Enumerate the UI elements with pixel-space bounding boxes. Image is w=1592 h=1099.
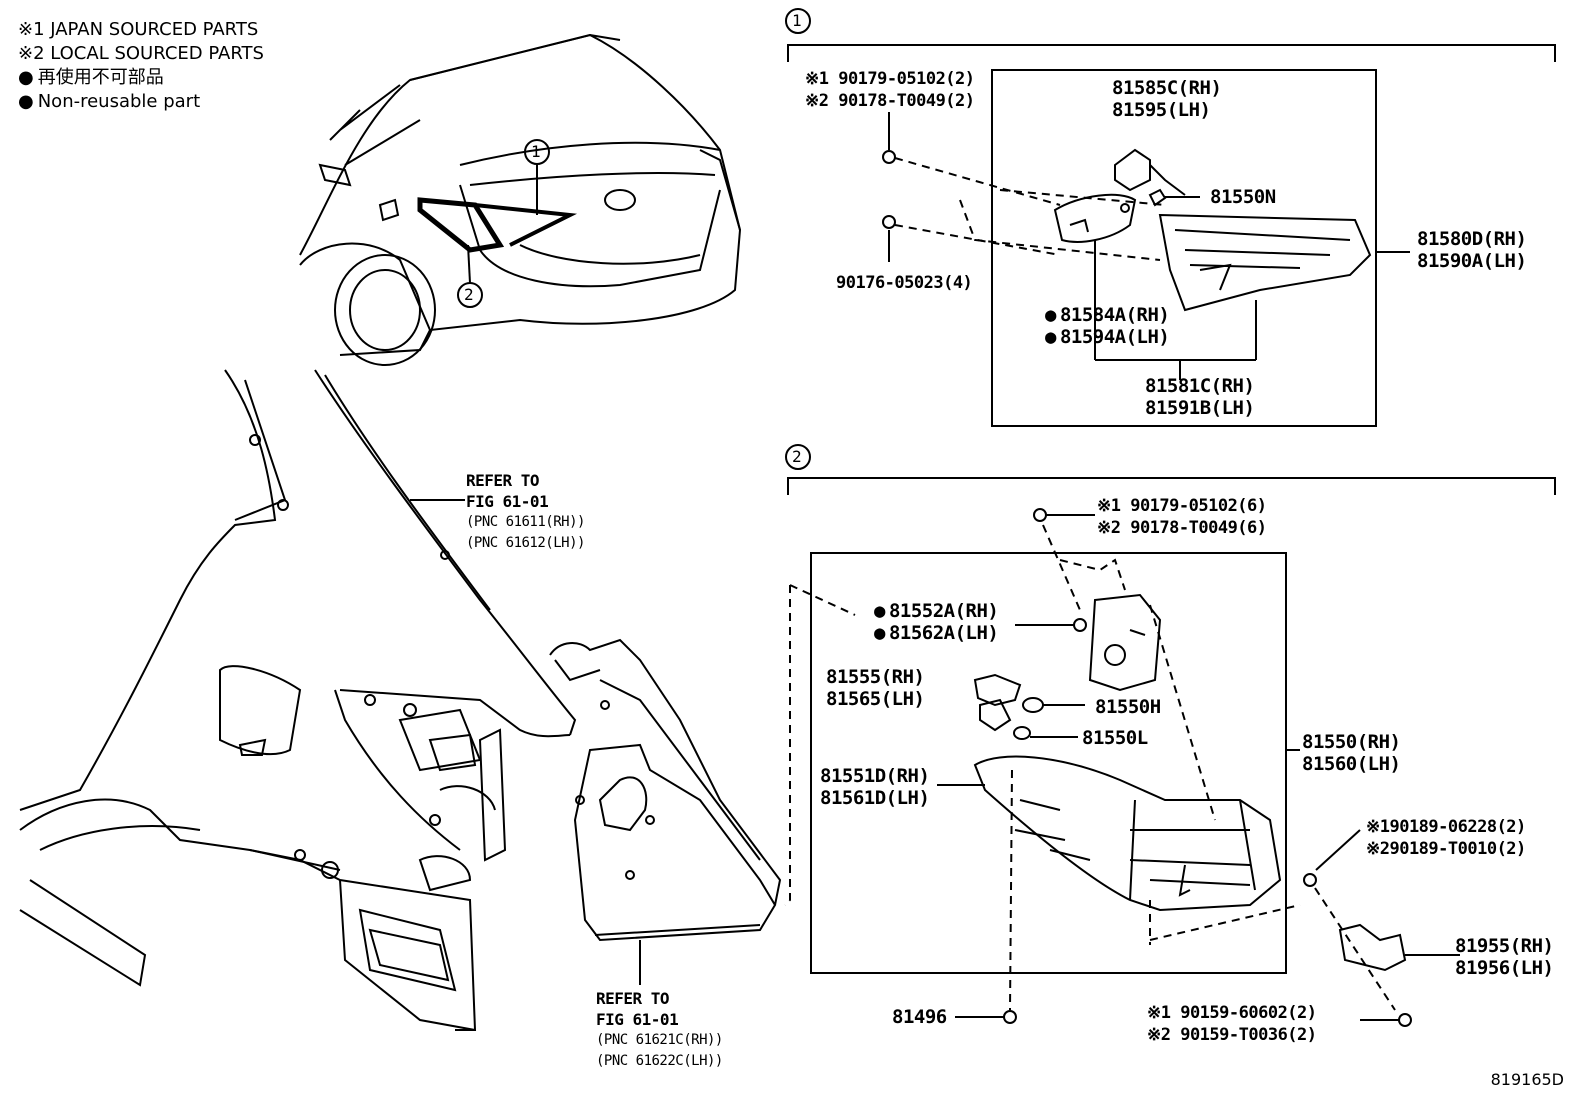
s2-bolt-lower-local: ※2 90159-T0036(2) bbox=[1147, 1025, 1317, 1045]
section2-parts bbox=[784, 508, 1460, 1027]
legend: ※1 JAPAN SOURCED PARTS ※2 LOCAL SOURCED … bbox=[18, 18, 264, 114]
s2-bolt-labels: ※1 90179-05102(6) ※2 90178-T0049(6) bbox=[1097, 495, 1267, 539]
s2-gasket-rh: 81552A(RH) bbox=[874, 600, 999, 622]
s1-assy-labels: 81581C(RH) 81591B(LH) bbox=[1145, 375, 1255, 419]
s2-bulb-l-label: 81550L bbox=[1082, 727, 1148, 749]
s2-screw-jp: ※190189-06228(2) bbox=[1366, 817, 1526, 837]
quarter-panel-illustration bbox=[19, 369, 577, 1031]
s2-lamp-lh: 81560(LH) bbox=[1302, 753, 1401, 775]
s1-socket-labels: 81585C(RH) 81595(LH) bbox=[1112, 77, 1222, 121]
s2-socket-lh: 81565(LH) bbox=[826, 688, 925, 710]
s2-gasket-lh: 81562A(LH) bbox=[874, 622, 999, 644]
refer2-line1: REFER TO bbox=[596, 989, 670, 1008]
callout-2-section: 2 bbox=[792, 447, 802, 466]
refer2-line2: FIG 61-01 bbox=[596, 1010, 679, 1029]
refer2-pnc-rh: (PNC 61621C(RH)) bbox=[596, 1032, 723, 1048]
callout-1-overview: 1 bbox=[531, 142, 541, 161]
s2-bolt-lower-jp: ※1 90159-60602(2) bbox=[1147, 1003, 1317, 1023]
s2-lens-rh: 81551D(RH) bbox=[820, 765, 930, 787]
s1-bulb-label: 81550N bbox=[1210, 186, 1276, 208]
s2-bulb-h-label: 81550H bbox=[1095, 696, 1161, 718]
s1-gasket-lh: 81594A(LH) bbox=[1045, 326, 1170, 348]
s2-gasket-labels: 81552A(RH) 81562A(LH) bbox=[874, 600, 999, 644]
s2-bolt-jp: ※1 90179-05102(6) bbox=[1097, 496, 1267, 516]
s2-lamp-rh: 81550(RH) bbox=[1302, 731, 1401, 753]
s2-socket-labels: 81555(RH) 81565(LH) bbox=[826, 666, 925, 710]
refer1-pnc-lh: (PNC 61612(LH)) bbox=[466, 535, 585, 551]
legend-non-reusable-jp: 再使用不可部品 bbox=[18, 66, 264, 90]
s2-lamp-labels: 81550(RH) 81560(LH) bbox=[1302, 731, 1401, 775]
s1-assy-rh: 81581C(RH) bbox=[1145, 375, 1255, 397]
inner-bracket-illustration bbox=[549, 638, 782, 985]
s1-lamp-rh: 81580D(RH) bbox=[1417, 228, 1527, 250]
callout-2-overview: 2 bbox=[464, 285, 474, 304]
s1-gasket-rh: 81584A(RH) bbox=[1045, 304, 1170, 326]
legend-japan-sourced: ※1 JAPAN SOURCED PARTS bbox=[18, 19, 259, 40]
section2-frame bbox=[787, 477, 1556, 974]
refer1-line1: REFER TO bbox=[466, 471, 540, 490]
s1-lamp-lh: 81590A(LH) bbox=[1417, 250, 1527, 272]
s1-bolt-local: ※2 90178-T0049(2) bbox=[805, 91, 975, 111]
s2-screw-local: ※290189-T0010(2) bbox=[1366, 839, 1526, 859]
car-rear-overview bbox=[299, 33, 742, 366]
refer-to-inner-bracket: REFER TO FIG 61-01 (PNC 61621C(RH)) (PNC… bbox=[596, 988, 723, 1072]
s1-gasket-labels: 81584A(RH) 81594A(LH) bbox=[1045, 304, 1170, 348]
s1-lamp-labels: 81580D(RH) 81590A(LH) bbox=[1417, 228, 1527, 272]
s2-bracket-labels: 81955(RH) 81956(LH) bbox=[1455, 935, 1554, 979]
s1-clip-label: 90176-05023(4) bbox=[836, 273, 973, 293]
refer2-pnc-lh: (PNC 61622C(LH)) bbox=[596, 1053, 723, 1069]
refer1-line2: FIG 61-01 bbox=[466, 492, 549, 511]
refer-to-quarter-panel: REFER TO FIG 61-01 (PNC 61611(RH)) (PNC … bbox=[466, 470, 585, 554]
callout-1-section: 1 bbox=[792, 11, 802, 30]
s2-lens-labels: 81551D(RH) 81561D(LH) bbox=[820, 765, 930, 809]
s2-bolt-lower-labels: ※1 90159-60602(2) ※2 90159-T0036(2) bbox=[1147, 1002, 1317, 1046]
s1-socket-lh: 81595(LH) bbox=[1112, 99, 1211, 121]
legend-non-reusable-en: Non-reusable part bbox=[18, 90, 264, 114]
s2-bracket-lh: 81956(LH) bbox=[1455, 957, 1554, 979]
callout-markers bbox=[457, 8, 811, 470]
s1-assy-lh: 81591B(LH) bbox=[1145, 397, 1255, 419]
legend-local-sourced: ※2 LOCAL SOURCED PARTS bbox=[18, 43, 264, 64]
s1-bolt-jp: ※1 90179-05102(2) bbox=[805, 69, 975, 89]
s1-bolt-labels: ※1 90179-05102(2) ※2 90178-T0049(2) bbox=[805, 68, 975, 112]
s2-bracket-rh: 81955(RH) bbox=[1455, 935, 1554, 957]
section1-frame bbox=[787, 44, 1556, 427]
s2-nut-label: 81496 bbox=[892, 1006, 947, 1028]
s2-socket-rh: 81555(RH) bbox=[826, 666, 925, 688]
refer1-pnc-rh: (PNC 61611(RH)) bbox=[466, 514, 585, 530]
illustration-code: 819165D bbox=[1490, 1070, 1564, 1089]
s2-screw-labels: ※190189-06228(2) ※290189-T0010(2) bbox=[1366, 816, 1526, 860]
s2-lens-lh: 81561D(LH) bbox=[820, 787, 930, 809]
s1-socket-rh: 81585C(RH) bbox=[1112, 77, 1222, 99]
s2-bolt-local: ※2 90178-T0049(6) bbox=[1097, 518, 1267, 538]
